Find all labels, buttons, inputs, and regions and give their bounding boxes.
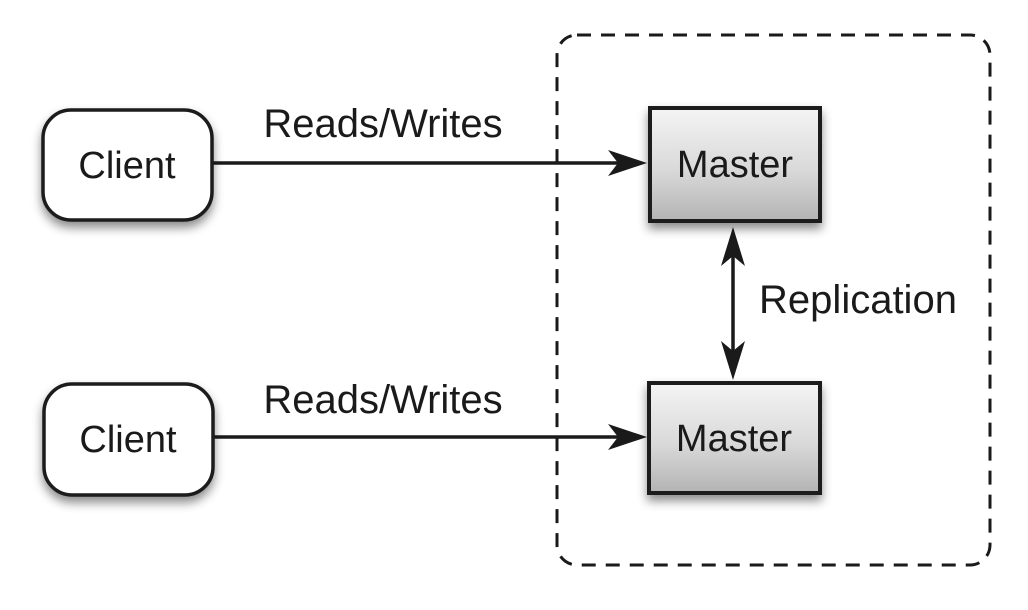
node-master-top: Master	[648, 106, 822, 223]
node-master-bottom: Master	[647, 381, 822, 495]
client-box	[42, 382, 215, 497]
master-box	[648, 106, 822, 223]
edge-replication: Replication	[721, 227, 957, 380]
arrowhead-down-icon	[721, 341, 745, 380]
node-label-master-top: Master	[677, 144, 793, 186]
arrowhead-right-icon	[608, 150, 647, 176]
edge-label-reads-writes-top: Reads/Writes	[263, 102, 502, 146]
edge-reads-writes-top: Reads/Writes	[212, 102, 647, 176]
client-box	[41, 108, 214, 222]
node-label-client-top: Client	[78, 145, 176, 187]
edge-label-replication: Replication	[759, 278, 957, 322]
replication-zone-border	[555, 33, 992, 567]
arrowhead-right-icon	[608, 424, 647, 450]
node-label-master-bottom: Master	[676, 418, 792, 460]
edge-reads-writes-bottom: Reads/Writes	[213, 378, 647, 450]
master-box	[647, 381, 822, 495]
edge-label-reads-writes-bottom: Reads/Writes	[263, 378, 502, 422]
node-label-client-bottom: Client	[79, 419, 177, 461]
node-client-top: Client	[41, 108, 214, 222]
arrowhead-up-icon	[721, 227, 745, 266]
node-client-bottom: Client	[42, 382, 215, 497]
